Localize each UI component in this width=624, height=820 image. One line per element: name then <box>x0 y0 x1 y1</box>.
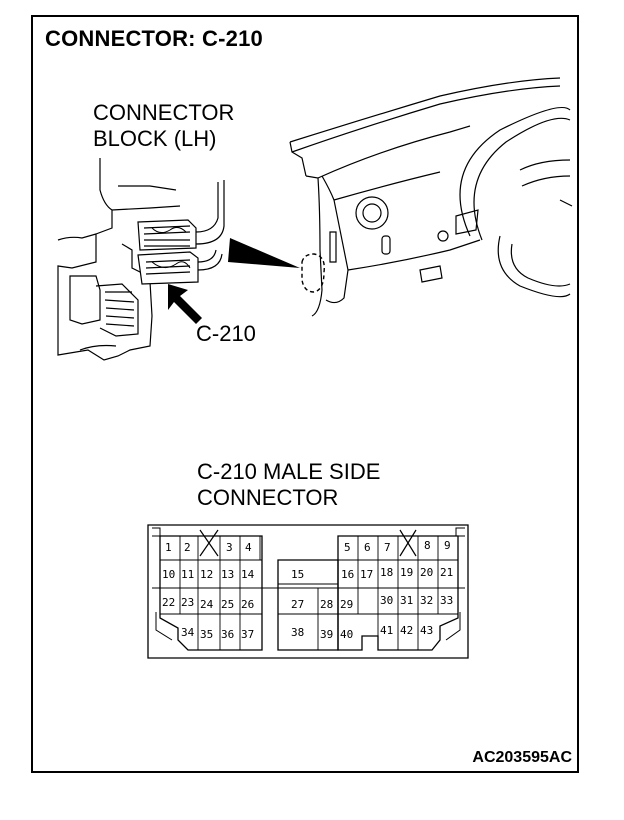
pin-label: 10 <box>162 568 175 581</box>
location-wedge <box>228 238 300 268</box>
pin-label: 11 <box>181 568 194 581</box>
pin-label: 2 <box>184 541 191 554</box>
pin-label: 39 <box>320 628 333 641</box>
pin-label: 9 <box>444 539 451 552</box>
pin-label: 15 <box>291 568 304 581</box>
pin-label: 24 <box>200 598 214 611</box>
pin-label: 42 <box>400 624 413 637</box>
pin-label: 14 <box>241 568 255 581</box>
pin-label: 19 <box>400 566 413 579</box>
pin-label: 32 <box>420 594 433 607</box>
pin-label: 25 <box>221 598 234 611</box>
diagram-title: CONNECTOR: C-210 <box>45 26 263 51</box>
pin-label: 26 <box>241 598 254 611</box>
pin-label: 13 <box>221 568 234 581</box>
pin-label: 4 <box>245 541 252 554</box>
pin-label: 36 <box>221 628 234 641</box>
pin-label: 22 <box>162 596 175 609</box>
pin-label: 41 <box>380 624 393 637</box>
pin-label: 33 <box>440 594 453 607</box>
pin-label: 7 <box>384 541 391 554</box>
pin-label: 40 <box>340 628 353 641</box>
pin-label: 21 <box>440 566 453 579</box>
pin-label: 27 <box>291 598 304 611</box>
pin-label: 3 <box>226 541 233 554</box>
pin-label: 18 <box>380 566 393 579</box>
pin-label: 34 <box>181 626 195 639</box>
connector-face-label: C-210 MALE SIDE CONNECTOR <box>197 459 381 510</box>
pin-label: 29 <box>340 598 353 611</box>
dashboard-illustration <box>289 77 573 317</box>
pin-label: 12 <box>200 568 213 581</box>
pin-labels: 1 2 3 4 5 6 7 8 9 10 11 12 13 14 15 16 1… <box>162 539 453 641</box>
figure-code: AC203595AC <box>472 749 572 766</box>
c210-callout-label: C-210 <box>196 321 256 346</box>
pin-label: 30 <box>380 594 393 607</box>
pin-label: 6 <box>364 541 371 554</box>
pin-label: 23 <box>181 596 194 609</box>
pin-label: 28 <box>320 598 333 611</box>
pin-label: 20 <box>420 566 433 579</box>
connector-location-marker <box>301 253 325 293</box>
pin-label: 8 <box>424 539 431 552</box>
pin-label: 5 <box>344 541 351 554</box>
pin-label: 16 <box>341 568 354 581</box>
pin-label: 43 <box>420 624 433 637</box>
pin-label: 17 <box>360 568 373 581</box>
c210-pointer-arrow <box>168 284 202 324</box>
pin-label: 38 <box>291 626 304 639</box>
pin-label: 31 <box>400 594 413 607</box>
pin-label: 35 <box>200 628 213 641</box>
connector-face-diagram <box>147 524 469 659</box>
pin-label: 1 <box>165 541 172 554</box>
diagram-frame <box>31 15 579 773</box>
pin-label: 37 <box>241 628 254 641</box>
connector-block-label: CONNECTOR BLOCK (LH) <box>93 100 235 151</box>
connector-block-illustration <box>57 158 225 361</box>
